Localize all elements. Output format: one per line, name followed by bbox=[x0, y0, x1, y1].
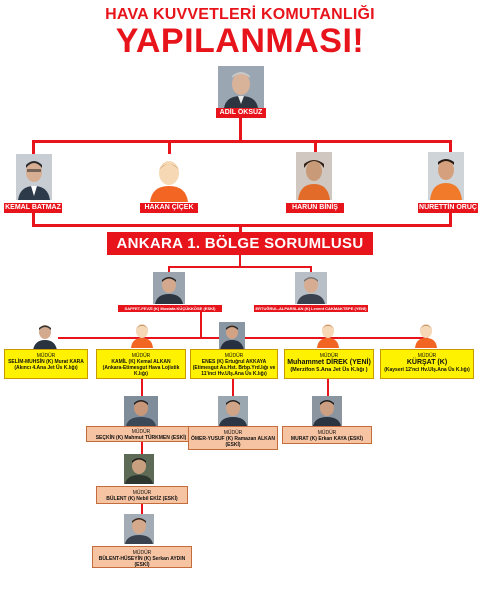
sub-manager-name: SEÇKİN (K) Mahmut TÜRKMEN (ESKİ) bbox=[95, 435, 187, 441]
manager-name: Muhammet DİREK (YENİ) bbox=[287, 359, 371, 366]
sub-manager-title: MÜDÜR bbox=[131, 429, 151, 435]
manager-title: MÜDÜR bbox=[319, 353, 339, 359]
manager-name: KAMİL (K) Kemal ALKAN bbox=[111, 359, 171, 365]
avatar-silhouette bbox=[316, 322, 340, 348]
portrait-photo bbox=[218, 396, 248, 426]
portrait-photo bbox=[124, 454, 154, 484]
connector bbox=[32, 140, 35, 154]
connector bbox=[168, 140, 171, 154]
connector bbox=[141, 378, 143, 397]
sub-manager-title: MÜDÜR bbox=[132, 490, 152, 496]
person-name-label: HAKAN ÇİÇEK bbox=[140, 203, 198, 213]
manager-unit: (Etimesgut As.Hst. Brbp.Yrd.lığı ve 11'i… bbox=[192, 365, 276, 377]
sub-manager-box: MÜDÜR ÖMER-YUSUF (K) Ramazan ALKAN (ESKİ… bbox=[188, 426, 278, 450]
portrait-photo bbox=[428, 152, 464, 200]
manager-name: SELİM-MUHSİN (K) Murat KARA bbox=[8, 359, 84, 365]
connector bbox=[200, 312, 202, 337]
avatar-silhouette bbox=[414, 322, 438, 348]
manager-box: MÜDÜR Muhammet DİREK (YENİ) (Merzifon 5.… bbox=[284, 349, 374, 379]
manager-title: MÜDÜR bbox=[36, 353, 56, 359]
manager-unit: (Merzifon 5.Ana Jet Üs K.lığı ) bbox=[290, 367, 368, 373]
sub-manager-title: MÜDÜR bbox=[317, 430, 337, 436]
manager-title: MÜDÜR bbox=[417, 353, 437, 359]
sub-manager-name: BÜLENT-HÜSEYİN (K) Serkan AYDIN (ESKİ) bbox=[98, 556, 186, 568]
sub-manager-box: MÜDÜR BÜLENT-HÜSEYİN (K) Serkan AYDIN (E… bbox=[92, 546, 192, 568]
connector bbox=[310, 266, 312, 272]
connector bbox=[232, 378, 234, 397]
portrait-photo bbox=[296, 152, 332, 200]
manager-box: MÜDÜR SELİM-MUHSİN (K) Murat KARA (Akınc… bbox=[4, 349, 88, 379]
chart-title-line2: YAPILANMASI! bbox=[115, 22, 365, 60]
portrait-photo bbox=[16, 154, 52, 200]
portrait-photo bbox=[312, 396, 342, 426]
manager-name: ENES (K) Ertuğrul AKKAYA bbox=[201, 359, 267, 365]
chart-title-line1: HAVA KUVVETLERİ KOMUTANLIĞI bbox=[105, 6, 375, 23]
sub-manager-name: ÖMER-YUSUF (K) Ramazan ALKAN (ESKİ) bbox=[191, 436, 275, 448]
connector bbox=[168, 266, 312, 268]
connector bbox=[239, 118, 242, 140]
section-title: ANKARA 1. BÖLGE SORUMLUSU bbox=[0, 232, 480, 255]
manager-name: KÜRŞAT (K) bbox=[406, 359, 448, 366]
sub-manager-name: BÜLENT (K) Nebil EKİZ (ESKİ) bbox=[106, 496, 178, 502]
portrait-photo bbox=[218, 66, 264, 108]
person-name-label: NURETTİN ORUÇ bbox=[418, 203, 478, 213]
portrait-photo bbox=[153, 272, 185, 304]
person-name-label: KEMAL BATMAZ bbox=[4, 203, 62, 213]
avatar-silhouette bbox=[130, 322, 154, 348]
sub-manager-title: MÜDÜR bbox=[132, 550, 152, 556]
connector bbox=[314, 140, 317, 154]
connector bbox=[32, 140, 452, 143]
portrait-photo bbox=[295, 272, 327, 304]
manager-unit: (Kayseri 12'nci Hv.Ulş.Ana Üs K.lığı) bbox=[384, 367, 470, 373]
person-name-label: HARUN BİNİŞ bbox=[286, 203, 344, 213]
responsible-name-label: ERTUĞRUL-ALPARSLAN (K) Levent CAKMAKTEPE… bbox=[254, 305, 368, 312]
sub-manager-box: MÜDÜR BÜLENT (K) Nebil EKİZ (ESKİ) bbox=[96, 486, 188, 504]
section-title-label: ANKARA 1. BÖLGE SORUMLUSU bbox=[106, 232, 374, 255]
responsible-name-label: SAFFET-FEVZİ (K) Mustafa KÜÇÜKKÖSE (ESKİ… bbox=[118, 305, 222, 312]
person-name-label: ADİL ÖKSÜZ bbox=[216, 108, 266, 118]
sub-manager-box: MÜDÜR MURAT (K) Erkan KAYA (ESKİ) bbox=[282, 426, 372, 444]
connector bbox=[449, 213, 452, 226]
connector bbox=[449, 140, 452, 154]
sub-manager-title: MÜDÜR bbox=[223, 430, 243, 436]
connector bbox=[239, 254, 241, 266]
avatar-silhouette bbox=[148, 158, 190, 202]
sub-manager-box: MÜDÜR SEÇKİN (K) Mahmut TÜRKMEN (ESKİ) bbox=[86, 426, 196, 442]
manager-box: MÜDÜR ENES (K) Ertuğrul AKKAYA (Etimesgu… bbox=[190, 349, 278, 379]
manager-unit: (Akıncı 4.Ana Jet Üs K.lığı) bbox=[14, 365, 78, 371]
manager-title: MÜDÜR bbox=[131, 353, 151, 359]
connector bbox=[141, 440, 143, 454]
connector bbox=[141, 500, 143, 514]
connector bbox=[239, 224, 242, 234]
portrait-photo bbox=[124, 514, 154, 544]
connector bbox=[327, 378, 329, 397]
portrait-photo bbox=[32, 322, 58, 350]
manager-box: MÜDÜR KAMİL (K) Kemal ALKAN (Ankara-Etim… bbox=[96, 349, 186, 379]
manager-title: MÜDÜR bbox=[224, 353, 244, 359]
connector bbox=[32, 224, 452, 227]
portrait-photo bbox=[219, 322, 245, 350]
manager-box: MÜDÜR KÜRŞAT (K) (Kayseri 12'nci Hv.Ulş.… bbox=[380, 349, 474, 379]
sub-manager-name: MURAT (K) Erkan KAYA (ESKİ) bbox=[290, 436, 364, 442]
connector bbox=[168, 266, 170, 272]
manager-unit: (Ankara-Etimesgut Hava Lojistik K.lığı) bbox=[102, 365, 180, 377]
connector bbox=[32, 213, 35, 226]
portrait-photo bbox=[124, 396, 158, 426]
